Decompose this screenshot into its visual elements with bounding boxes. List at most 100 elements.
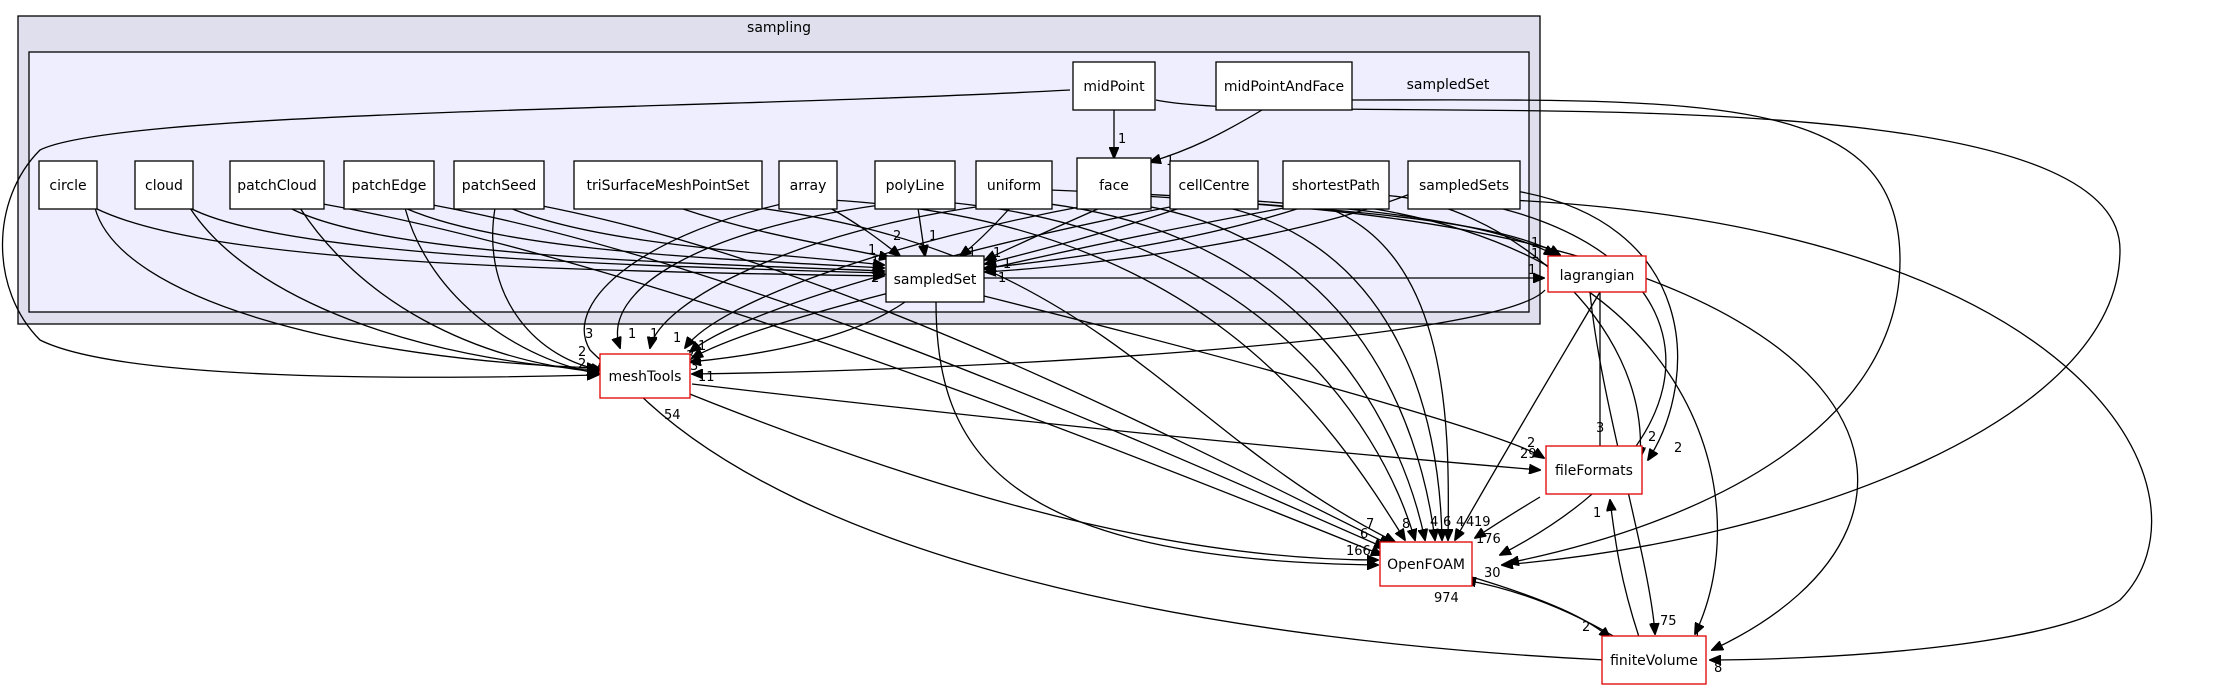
- edge-label: 2: [1582, 620, 1590, 635]
- edge-label: 1: [998, 271, 1006, 286]
- edge-label: 1: [868, 243, 876, 258]
- node-meshTools[interactable]: meshTools: [599, 353, 691, 399]
- edge-label: 1: [650, 327, 658, 342]
- edge-array-OpenFOAM: [829, 199, 1405, 540]
- node-polyLine[interactable]: polyLine: [874, 160, 956, 210]
- edge-label: 2: [871, 271, 879, 286]
- node-shortestPath[interactable]: shortestPath: [1282, 160, 1390, 210]
- node-sampledSets[interactable]: sampledSets: [1407, 160, 1521, 210]
- edge-label: 1: [1531, 236, 1539, 251]
- edge-cloud-sampledSet: [189, 207, 884, 273]
- edge-polyLine-OpenFOAM: [917, 199, 1415, 540]
- edge-label: 11: [698, 370, 715, 385]
- edge-circle-meshTools: [94, 207, 598, 368]
- edge-label: 166: [1346, 544, 1371, 559]
- edge-shortestPath-OpenFOAM: [1299, 199, 1448, 540]
- edge-label: 1: [1528, 263, 1536, 278]
- edge-face-OpenFOAM: [1099, 199, 1435, 540]
- edge-label: 3: [1596, 421, 1604, 436]
- edge-label: 2: [893, 229, 901, 244]
- node-patchCloud-label: patchCloud: [237, 178, 317, 194]
- edge-cellCentre-OpenFOAM: [1179, 199, 1442, 540]
- node-OpenFOAM[interactable]: OpenFOAM: [1379, 541, 1473, 587]
- edge-label: 1: [1693, 626, 1701, 641]
- node-midPoint[interactable]: midPoint: [1072, 61, 1156, 111]
- edge-label: 4: [1456, 515, 1464, 530]
- edge-sampledSets-finiteVolume: [1509, 199, 2153, 660]
- node-circle[interactable]: circle: [38, 160, 98, 210]
- edge-label: 4: [871, 263, 879, 278]
- node-triSurfaceMeshPointSet-label: triSurfaceMeshPointSet: [586, 178, 750, 194]
- edge-meshTools-OpenFOAM: [659, 381, 1378, 560]
- edge-finiteVolume-OpenFOAM: [1465, 580, 1621, 641]
- edge-patchCloud-meshTools: [299, 207, 598, 372]
- edge-triSurface-OpenFOAM: [679, 199, 1395, 542]
- edge-label: 1: [1118, 132, 1126, 147]
- edge-label: 29: [1520, 447, 1537, 462]
- edge-label: 7: [1366, 517, 1374, 532]
- node-patchEdge[interactable]: patchEdge: [343, 160, 435, 210]
- edge-label: 8: [1402, 517, 1410, 532]
- node-lagrangian[interactable]: lagrangian: [1547, 255, 1647, 293]
- node-cellCentre[interactable]: cellCentre: [1169, 160, 1259, 210]
- node-cloud[interactable]: cloud: [134, 160, 194, 210]
- edge-label: 54: [664, 408, 681, 423]
- edge-sampledSet-OpenFOAM: [935, 301, 1378, 565]
- edge-patchCloud-sampledSet: [289, 207, 884, 271]
- edge-OpenFOAM-finiteVolume: [1464, 574, 1610, 638]
- edge-patchEdge-OpenFOAM: [404, 199, 1385, 548]
- edge-uniform-meshTools: [650, 204, 991, 348]
- edge-label: 3: [690, 359, 698, 374]
- node-midPointAndFace-label: midPointAndFace: [1224, 79, 1344, 95]
- edge-sampledSet-meshTools: [690, 301, 906, 362]
- edge-label: 19: [1474, 515, 1491, 530]
- node-fileFormats-label: fileFormats: [1555, 463, 1633, 479]
- edge-label: 4: [1430, 515, 1438, 530]
- edge-label: 6: [1443, 515, 1451, 530]
- node-uniform[interactable]: uniform: [975, 160, 1053, 210]
- edge-label: 1: [968, 246, 976, 261]
- edge-label: 1: [1003, 257, 1011, 272]
- node-finiteVolume-label: finiteVolume: [1610, 653, 1698, 669]
- edge-face-meshTools: [685, 204, 1091, 348]
- edge-label: 1: [871, 255, 879, 270]
- node-midPointAndFace[interactable]: midPointAndFace: [1215, 61, 1353, 111]
- node-fileFormats[interactable]: fileFormats: [1545, 445, 1643, 495]
- node-OpenFOAM-label: OpenFOAM: [1387, 557, 1465, 573]
- edge-label: 30: [1484, 566, 1501, 581]
- edge-midPoint-meshTools: [1, 89, 1071, 377]
- node-triSurfaceMeshPointSet[interactable]: triSurfaceMeshPointSet: [573, 160, 763, 210]
- node-lagrangian-label: lagrangian: [1560, 268, 1635, 284]
- edge-shortestPath-sampledSet: [985, 207, 1301, 268]
- edge-label: 974: [1434, 591, 1459, 606]
- edge-uniform-OpenFOAM: [1009, 199, 1425, 540]
- edge-label: 1: [698, 339, 706, 354]
- edge-label: 4: [1466, 515, 1474, 530]
- node-shortestPath-label: shortestPath: [1292, 178, 1380, 194]
- node-sampledSet[interactable]: sampledSet: [885, 255, 985, 303]
- edge-patchSeed-sampledSet: [509, 207, 884, 265]
- edge-label: 3: [585, 327, 593, 342]
- node-cellCentre-label: cellCentre: [1179, 178, 1250, 194]
- edge-face-sampledSet: [985, 207, 1101, 260]
- node-array[interactable]: array: [778, 160, 838, 210]
- cluster-sampledSet-label: sampledSet: [1407, 77, 1490, 93]
- edge-label: 2: [1527, 436, 1535, 451]
- edge-midPointAndFace-OpenFOAM: [1349, 99, 1901, 563]
- node-face[interactable]: face: [1076, 157, 1152, 210]
- edge-meshTools-fileFormats: [691, 383, 1540, 470]
- edges: [1, 89, 2153, 660]
- node-finiteVolume[interactable]: finiteVolume: [1601, 635, 1707, 685]
- node-patchSeed-label: patchSeed: [462, 178, 537, 194]
- node-patchSeed[interactable]: patchSeed: [453, 160, 545, 210]
- node-patchCloud[interactable]: patchCloud: [229, 160, 325, 210]
- edge-label: 1: [1593, 506, 1601, 521]
- edge-label: 2: [1648, 430, 1656, 445]
- edge-finiteVolume-fileFormats: [1610, 500, 1641, 641]
- edge-cellCentre-meshTools: [690, 204, 1181, 352]
- edge-fileFormats-OpenFOAM: [1475, 496, 1541, 538]
- edge-lagrangian-meshTools: [692, 289, 1546, 374]
- cluster-sampling-label: sampling: [747, 20, 811, 36]
- edge-polyLine-sampledSet: [917, 207, 925, 256]
- edge-patchEdge-sampledSet: [404, 207, 884, 268]
